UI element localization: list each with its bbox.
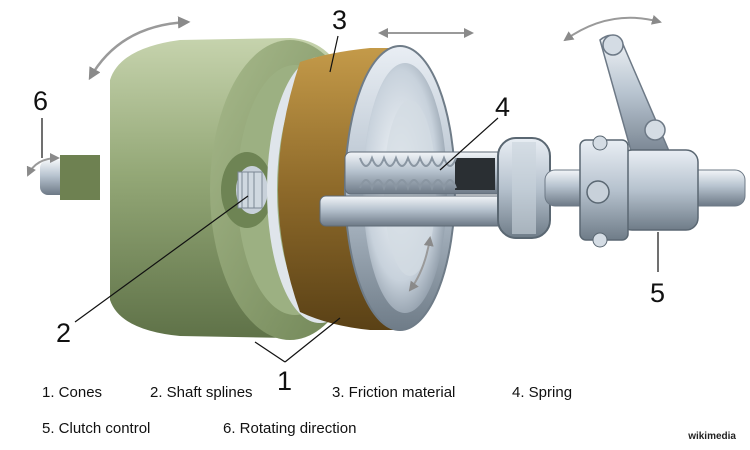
callout-1: 1: [277, 366, 293, 396]
legend-item-friction-material: 3. Friction material: [332, 384, 456, 401]
shaft-splines: [237, 171, 263, 209]
legend-item-clutch-control: 5. Clutch control: [42, 420, 151, 437]
motion-arrows: [26, 15, 662, 292]
left-shaft: [40, 155, 100, 200]
legend-item-rotating-direction: 6. Rotating direction: [223, 420, 357, 437]
callout-4: 4: [495, 92, 511, 122]
legend-item-spring: 4. Spring: [512, 384, 573, 401]
legend-item-cones: 1. Cones: [42, 384, 103, 401]
leader-lines: [41, 35, 659, 363]
bearing-collar: [497, 137, 551, 239]
callout-6: 6: [33, 86, 49, 116]
callout-3: 3: [332, 5, 348, 35]
clutch-control-lever: [579, 34, 699, 248]
spring-coils: [359, 155, 457, 191]
callout-2: 2: [56, 318, 72, 348]
legend-item-shaft-splines: 2. Shaft splines: [150, 384, 253, 401]
callout-5: 5: [650, 278, 666, 308]
credit-text: wikimedia: [688, 431, 736, 442]
